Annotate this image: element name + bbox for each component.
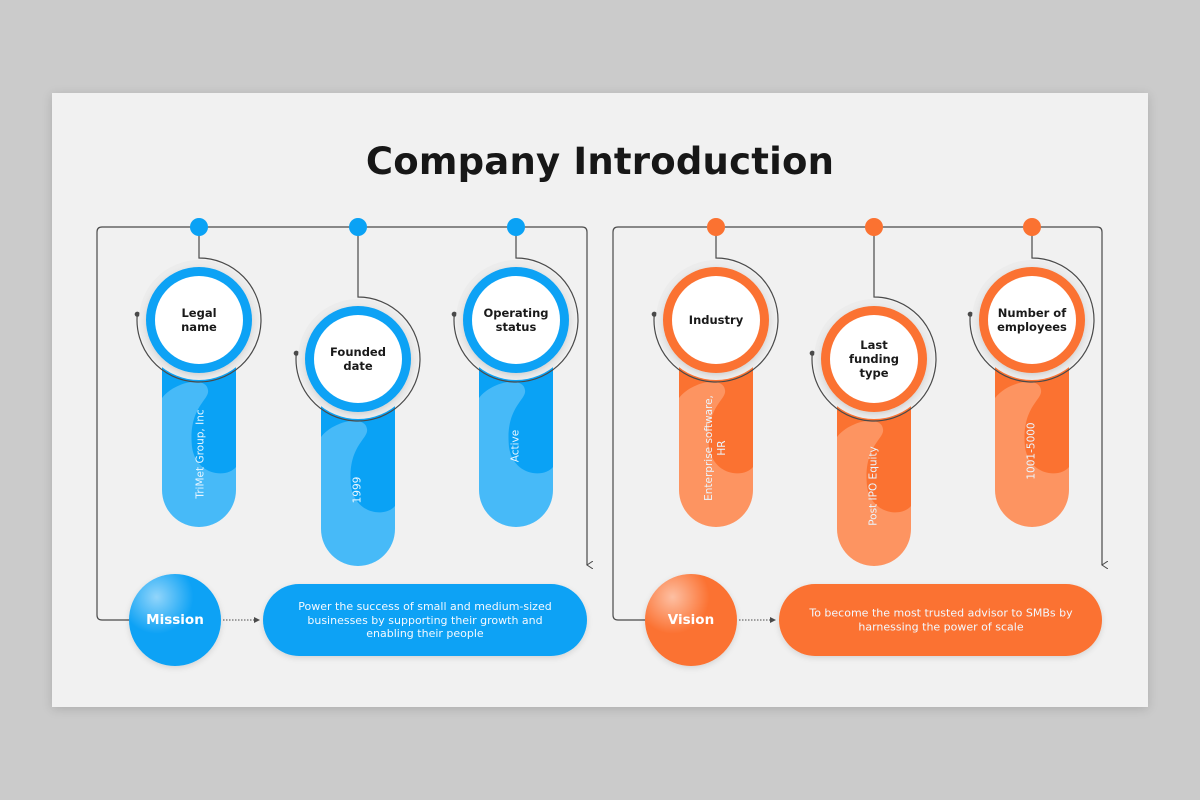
node-label-founded-date: Founded date bbox=[330, 345, 386, 373]
left-node-center-2 bbox=[472, 276, 560, 364]
left-frame-connector bbox=[96, 226, 587, 621]
left-node-center-0 bbox=[155, 276, 243, 364]
right-node-connector-0 bbox=[653, 227, 779, 383]
vision-label: Vision bbox=[667, 612, 715, 628]
left-connector-end-dot-1 bbox=[293, 350, 299, 356]
value-industry: Enterprise software, HR bbox=[703, 395, 728, 501]
left-statement-pill bbox=[263, 584, 587, 656]
node-label-operating-status: Operating status bbox=[483, 306, 549, 334]
left-top-dot-2 bbox=[507, 218, 525, 236]
right-top-dot-0 bbox=[707, 218, 725, 236]
right-connector-end-dot-0 bbox=[651, 311, 657, 317]
right-top-dot-1 bbox=[865, 218, 883, 236]
left-node-connector-2 bbox=[453, 227, 579, 383]
right-node-center-1 bbox=[830, 315, 918, 403]
value-number-of-employees: 1001-5000 bbox=[1025, 422, 1038, 480]
value-operating-status: Active bbox=[509, 429, 522, 463]
left-badge-gloss bbox=[129, 574, 221, 666]
node-label-number-of-employees: Number of employees bbox=[997, 306, 1067, 334]
left-node-center-1 bbox=[314, 315, 402, 403]
mission-statement: Power the success of small and medium-si… bbox=[298, 599, 552, 640]
left-top-dot-1 bbox=[349, 218, 367, 236]
left-connector-end-dot-2 bbox=[451, 311, 457, 317]
right-badge-gloss bbox=[645, 574, 737, 666]
left-top-dot-0 bbox=[190, 218, 208, 236]
right-node-center-0 bbox=[672, 276, 760, 364]
value-last-funding-type: Post IPO Equity bbox=[867, 446, 880, 526]
mission-label: Mission bbox=[146, 612, 204, 628]
left-node-connector-1 bbox=[295, 227, 421, 422]
left-panel-graphics bbox=[96, 218, 587, 666]
left-node-connector-0 bbox=[136, 227, 262, 383]
right-node-center-2 bbox=[988, 276, 1076, 364]
vision-statement: To become the most trusted advisor to SM… bbox=[809, 606, 1073, 634]
left-connector-end-dot-0 bbox=[134, 311, 140, 317]
right-top-dot-2 bbox=[1023, 218, 1041, 236]
value-founded-date: 1999 bbox=[351, 476, 364, 504]
value-legal-name: TriMet Group, Inc bbox=[194, 409, 207, 499]
node-label-last-funding-type: Last funding type bbox=[849, 338, 899, 380]
right-statement-pill bbox=[779, 584, 1102, 656]
node-label-legal-name: Legal name bbox=[181, 306, 217, 334]
right-frame-connector bbox=[612, 226, 1102, 621]
page-title: Company Introduction bbox=[365, 140, 835, 183]
right-panel-graphics bbox=[612, 218, 1102, 666]
right-connector-end-dot-2 bbox=[967, 311, 973, 317]
right-node-connector-2 bbox=[969, 227, 1095, 383]
node-label-industry: Industry bbox=[688, 313, 744, 327]
right-node-connector-1 bbox=[811, 227, 937, 422]
right-connector-end-dot-1 bbox=[809, 350, 815, 356]
